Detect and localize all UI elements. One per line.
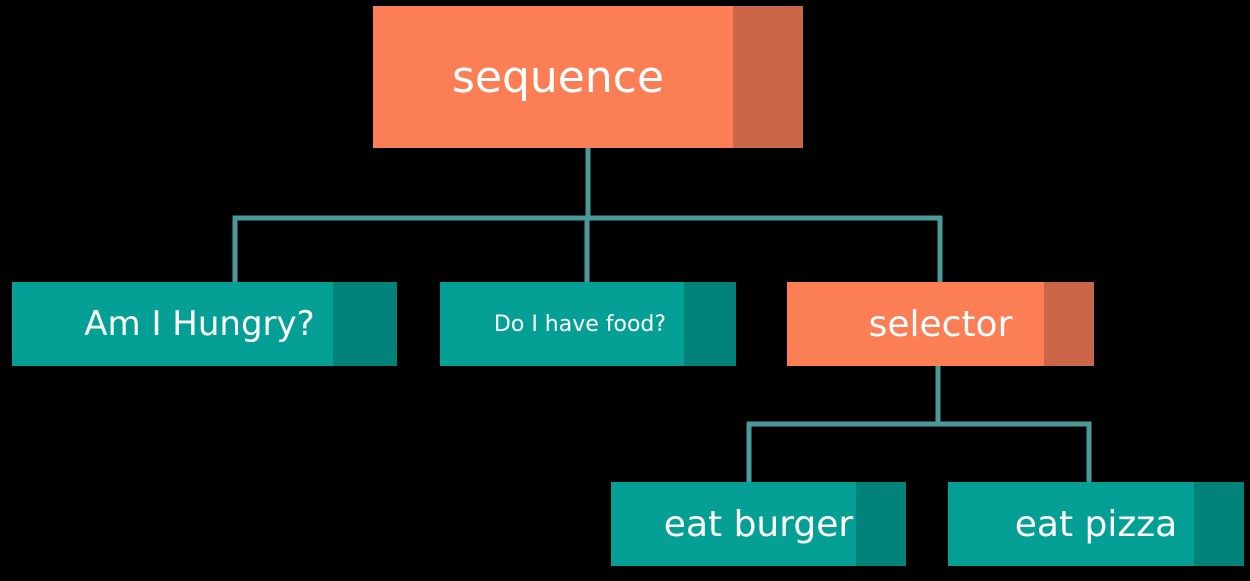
node-accent: [733, 6, 803, 148]
node-am-i-hungry: Am I Hungry?: [12, 282, 397, 366]
node-label-do-i-have-food: Do I have food?: [493, 311, 667, 337]
node-label-eat-burger: eat burger: [663, 503, 854, 545]
node-accent: [1194, 482, 1244, 566]
node-selector: selector: [787, 282, 1094, 366]
edge-sequence-children: [232, 145, 943, 285]
node-accent: [1044, 282, 1094, 366]
node-label-sequence: sequence: [451, 51, 665, 103]
node-accent: [684, 282, 736, 366]
node-label-eat-pizza: eat pizza: [1014, 503, 1178, 545]
node-label-selector: selector: [868, 303, 1013, 345]
node-eat-burger: eat burger: [611, 482, 906, 566]
node-eat-pizza: eat pizza: [948, 482, 1244, 566]
node-do-i-have-food: Do I have food?: [440, 282, 736, 366]
node-label-am-i-hungry: Am I Hungry?: [84, 304, 315, 344]
node-accent: [333, 282, 397, 366]
node-sequence: sequence: [373, 6, 803, 148]
edge-selector-children: [746, 363, 1092, 485]
node-accent: [856, 482, 906, 566]
